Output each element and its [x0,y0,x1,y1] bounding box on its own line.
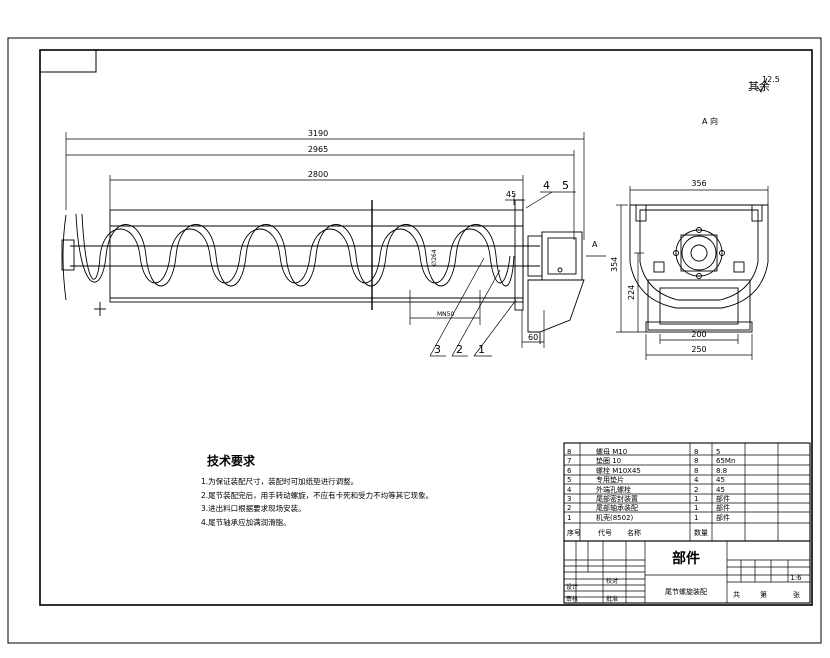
end-view [616,186,769,360]
bom-header-qty: 数量 [694,528,708,537]
dim-overall-length: 3190 [308,129,328,138]
part-title: 部件 [672,550,700,567]
dim-base-height: 224 [627,285,636,300]
bom-no: 3 [567,495,571,503]
dim-length-2: 2965 [308,145,328,154]
bom-name: 螺栓 M10X45 [596,466,641,475]
bom-material: 部件 [716,513,730,522]
leader-2: 2 [456,343,463,356]
inner-border [39,49,813,606]
note-line: 3.进出料口根据要求现场安装。 [201,504,306,513]
drawing-name: 尾节螺旋装配 [665,587,707,596]
bom-qty: 1 [694,514,698,522]
bom-rows: 8 螺母 M10 8 5 7 垫圈 10 8 65Mn 6 螺栓 M10X45 … [567,447,735,537]
shaft [61,214,540,316]
checker-label: 审核 [566,595,578,603]
notes-title: 技术要求 [207,454,256,468]
leader-lines [429,191,576,357]
dim-flange-offset: 45 [506,190,516,199]
bom-no: 6 [567,467,572,475]
sheet-num-label: 第 [760,590,767,599]
title-block [563,540,811,604]
bom-header-name: 名称 [627,528,641,537]
dim-pitch: MN50 [437,311,454,318]
bom-material: 5 [716,448,720,456]
dimension-lines [65,132,585,348]
leader-3: 3 [434,343,441,356]
bom-no: 4 [567,486,572,494]
bom-no: 8 [567,448,571,456]
note-line: 2.尾节装配完后，用手转动螺旋，不应有卡死和受力不均等其它现象。 [201,490,434,500]
bom-material: 部件 [716,503,730,512]
outer-border [7,37,822,644]
dim-extension: 60 [528,333,538,342]
note-line: 1.为保证装配尺寸，装配时可加纸垫进行调整。 [201,477,359,486]
dim-length-3: 2800 [308,170,328,179]
bom-qty: 8 [694,448,698,456]
leader-5: 5 [562,179,569,192]
dim-view-width: 356 [691,179,706,188]
bom-material: 8.8 [716,467,727,475]
bom-material: 部件 [716,494,730,503]
bom-qty: 2 [694,486,698,494]
roughness-value: 12.5 [762,75,780,84]
bom-name: 专用垫片 [596,475,624,484]
sheet-total-label: 共 [733,590,740,599]
designer-label: 设计 [566,583,578,591]
bom-material: 45 [716,486,725,494]
dim-view-height: 354 [610,257,619,272]
roughness-label: 其余 [748,79,770,93]
bearing-housing [527,231,585,344]
bom-name: 外端孔螺栓 [596,485,631,494]
bom-name: 垫圈 10 [596,456,621,465]
bom-name: 螺母 M10 [596,447,627,456]
bom-no: 5 [567,476,571,484]
bom-table [563,442,811,542]
scale-value: 1:6 [790,574,802,582]
reviewer-label: 校对 [606,577,618,585]
bom-no: 2 [567,504,571,512]
corner-box [39,49,97,73]
approver-label: 批准 [606,595,618,603]
view-arrow-label: A [592,240,598,249]
note-line: 4.尾节轴承应加满润滑脂。 [201,517,291,527]
bom-no: 1 [567,514,571,522]
leader-1: 1 [478,343,485,356]
view-label: A 向 [702,116,718,126]
bom-material: 45 [716,476,725,484]
bom-qty: 4 [694,476,699,484]
bom-name: 尾部密封装置 [596,494,638,503]
dim-base-inner: 200 [691,330,706,339]
bom-header-code: 代号 [598,528,612,537]
bom-name: 机壳(8502) [596,513,634,522]
leader-4: 4 [543,179,550,192]
bom-header-no: 序号 [567,528,581,537]
bom-material: 65Mn [716,457,735,465]
technical-notes: 技术要求 1.为保证装配尺寸，装配时可加纸垫进行调整。 2.尾节装配完后，用手转… [201,452,561,529]
trough [109,199,524,311]
helix-flights [75,213,515,287]
bom-qty: 1 [694,495,698,503]
bom-name: 尾部轴承装配 [596,503,638,512]
sheet-label: 张 [793,590,800,599]
bom-qty: 8 [694,467,698,475]
roughness-symbol [756,77,768,93]
bom-no: 7 [567,457,571,465]
dim-shaft-dia: ∅264 [431,249,438,266]
dim-base-outer: 250 [691,345,706,354]
bom-qty: 8 [694,457,698,465]
bom-qty: 1 [694,504,698,512]
